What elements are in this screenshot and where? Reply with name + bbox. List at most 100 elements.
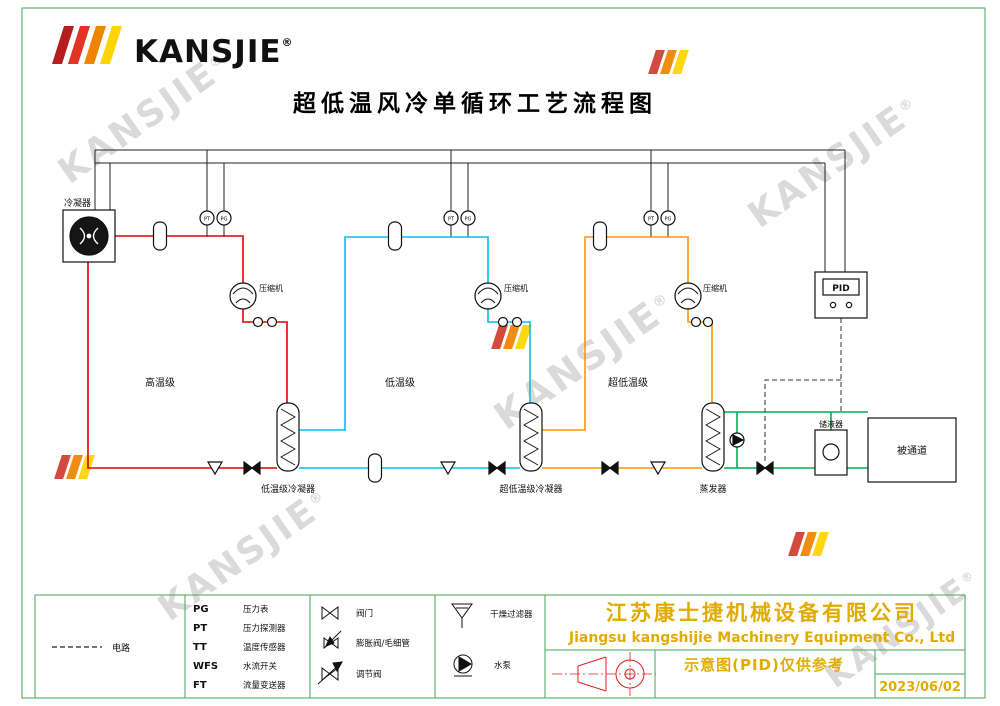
evaporator xyxy=(701,402,725,472)
check-valve xyxy=(266,316,278,328)
brand-logo: KANSJIE® xyxy=(52,22,322,74)
sensor-label: PT xyxy=(204,217,211,223)
sensor-pt xyxy=(199,210,215,226)
instrument-code: TT xyxy=(193,642,207,653)
filter-label: 干燥过滤器 xyxy=(490,609,533,620)
instrument-codes: PG PT TT WFS FT xyxy=(193,604,218,691)
stage-label: 低温级 xyxy=(385,376,415,389)
sensor-label: PG xyxy=(465,217,472,223)
sensor-pg xyxy=(660,210,676,226)
brand-registered-mark: ® xyxy=(282,36,294,49)
valve-icon xyxy=(756,460,774,476)
sensor-label: PG xyxy=(665,217,672,223)
legend: 电路 PG PT TT WFS FT 压力表 压力探测器 温度传感器 水流开关 … xyxy=(52,603,533,691)
filter-labels: 干燥过滤器 水泵 xyxy=(490,609,533,671)
logo-slash-icon xyxy=(52,26,74,64)
logo-slash-icon xyxy=(84,26,106,64)
pump-label: 水泵 xyxy=(494,660,512,671)
check-valve xyxy=(252,316,264,328)
projection-symbol-icon xyxy=(552,652,656,696)
instrument-desc: 压力探测器 xyxy=(243,623,286,634)
compressor-label: 压缩机 xyxy=(504,283,528,293)
compressor-2 xyxy=(474,282,502,310)
stage-label: 超低温级 xyxy=(608,376,648,389)
valve-label: 膨胀阀/毛细管 xyxy=(356,638,410,649)
pid-controller xyxy=(814,271,868,319)
sensor-label: PT xyxy=(648,217,655,223)
pipe-stage3 xyxy=(542,236,713,469)
check-valve xyxy=(702,316,714,328)
check-valve xyxy=(511,316,523,328)
drawing-note: 示意图(PID)仅供参考 xyxy=(684,656,844,674)
valve-labels: 阀门 膨胀阀/毛细管 调节阀 xyxy=(356,608,410,680)
condenser-label: 冷凝器 xyxy=(64,197,91,209)
check-valve xyxy=(690,316,702,328)
dry-filter-icon xyxy=(206,461,224,476)
instrument-desc: 温度传感器 xyxy=(243,642,286,653)
valve-symbol-icon xyxy=(321,606,339,620)
hx-ultra-low-condenser xyxy=(519,402,543,472)
valve-symbols xyxy=(317,606,343,685)
expansion-valve-icon xyxy=(243,460,261,476)
brand-name: KANSJIE® xyxy=(134,34,294,70)
hx-low-temp-condenser xyxy=(276,402,300,472)
pid-label: PID xyxy=(832,284,849,294)
sensor-pg xyxy=(460,210,476,226)
instrument-desc: 压力表 xyxy=(243,604,269,615)
company-name-cn: 江苏康士捷机械设备有限公司 xyxy=(606,601,918,625)
logo-slash-icon xyxy=(68,26,90,64)
expansion-valve-icon xyxy=(601,460,619,476)
sensor-pg xyxy=(216,210,232,226)
components xyxy=(62,209,957,483)
instrument-code: PT xyxy=(193,623,207,634)
dry-filter-icon xyxy=(439,461,457,476)
dry-filter-icon xyxy=(649,461,667,476)
stage-label: 高温级 xyxy=(145,376,175,389)
receiver-box xyxy=(814,429,848,476)
pipe-stage2 xyxy=(299,236,531,469)
instrument-desc: 流量变送器 xyxy=(243,680,286,691)
diagram-labels: 冷凝器 压缩机 压缩机 压缩机 高温级 低温级 超低温级 低温级冷凝器 超低温级… xyxy=(64,197,927,495)
instrument-descs: 压力表 压力探测器 温度传感器 水流开关 流量变送器 xyxy=(243,604,286,691)
valve-label: 调节阀 xyxy=(356,670,382,680)
receiver-label: 储液器 xyxy=(819,419,843,429)
logo-slash-icon xyxy=(100,26,122,64)
instrument-code: PG xyxy=(193,604,209,615)
pipe-stage1 xyxy=(87,235,288,469)
dry-filter-symbol-icon xyxy=(451,603,473,628)
sensor-pt xyxy=(643,210,659,226)
check-valve xyxy=(497,316,509,328)
hx2-label: 超低温级冷凝器 xyxy=(499,483,562,495)
instrument-desc: 水流开关 xyxy=(243,661,278,672)
sensor-label: PG xyxy=(221,217,228,223)
drawing-date: 2023/06/02 xyxy=(879,680,961,695)
accumulator xyxy=(387,221,403,251)
company-name-en: Jiangsu kangshijie Machinery Equipment C… xyxy=(568,630,955,646)
compressor-label: 压缩机 xyxy=(259,283,283,293)
sensor-pt xyxy=(443,210,459,226)
page-title: 超低温风冷单循环工艺流程图 xyxy=(293,90,657,117)
accumulator xyxy=(367,453,383,483)
brand-logo-canvas: KANSJIE® xyxy=(52,26,294,70)
compressor-1 xyxy=(229,282,257,310)
instrument-code: WFS xyxy=(193,661,218,672)
accumulator xyxy=(152,221,168,251)
brand-name-text: KANSJIE xyxy=(134,34,282,70)
circuit-label: 电路 xyxy=(112,642,130,654)
evaporator-label: 蒸发器 xyxy=(699,483,726,495)
expansion-valve-symbol-icon xyxy=(323,637,339,649)
pump xyxy=(729,432,745,448)
hx1-label: 低温级冷凝器 xyxy=(261,483,315,495)
circuit-lines xyxy=(94,149,846,272)
filter-pump-symbols xyxy=(451,603,473,677)
valve-label: 阀门 xyxy=(356,608,373,619)
title-block: 江苏康士捷机械设备有限公司 Jiangsu kangshijie Machine… xyxy=(568,601,961,695)
instrument-code: FT xyxy=(193,680,207,691)
sensor-label: PT xyxy=(448,217,455,223)
accumulator xyxy=(592,221,608,251)
pump-symbol-icon xyxy=(453,654,473,674)
compressor-label: 压缩机 xyxy=(703,283,727,293)
signal-dashed-lines xyxy=(764,318,842,462)
